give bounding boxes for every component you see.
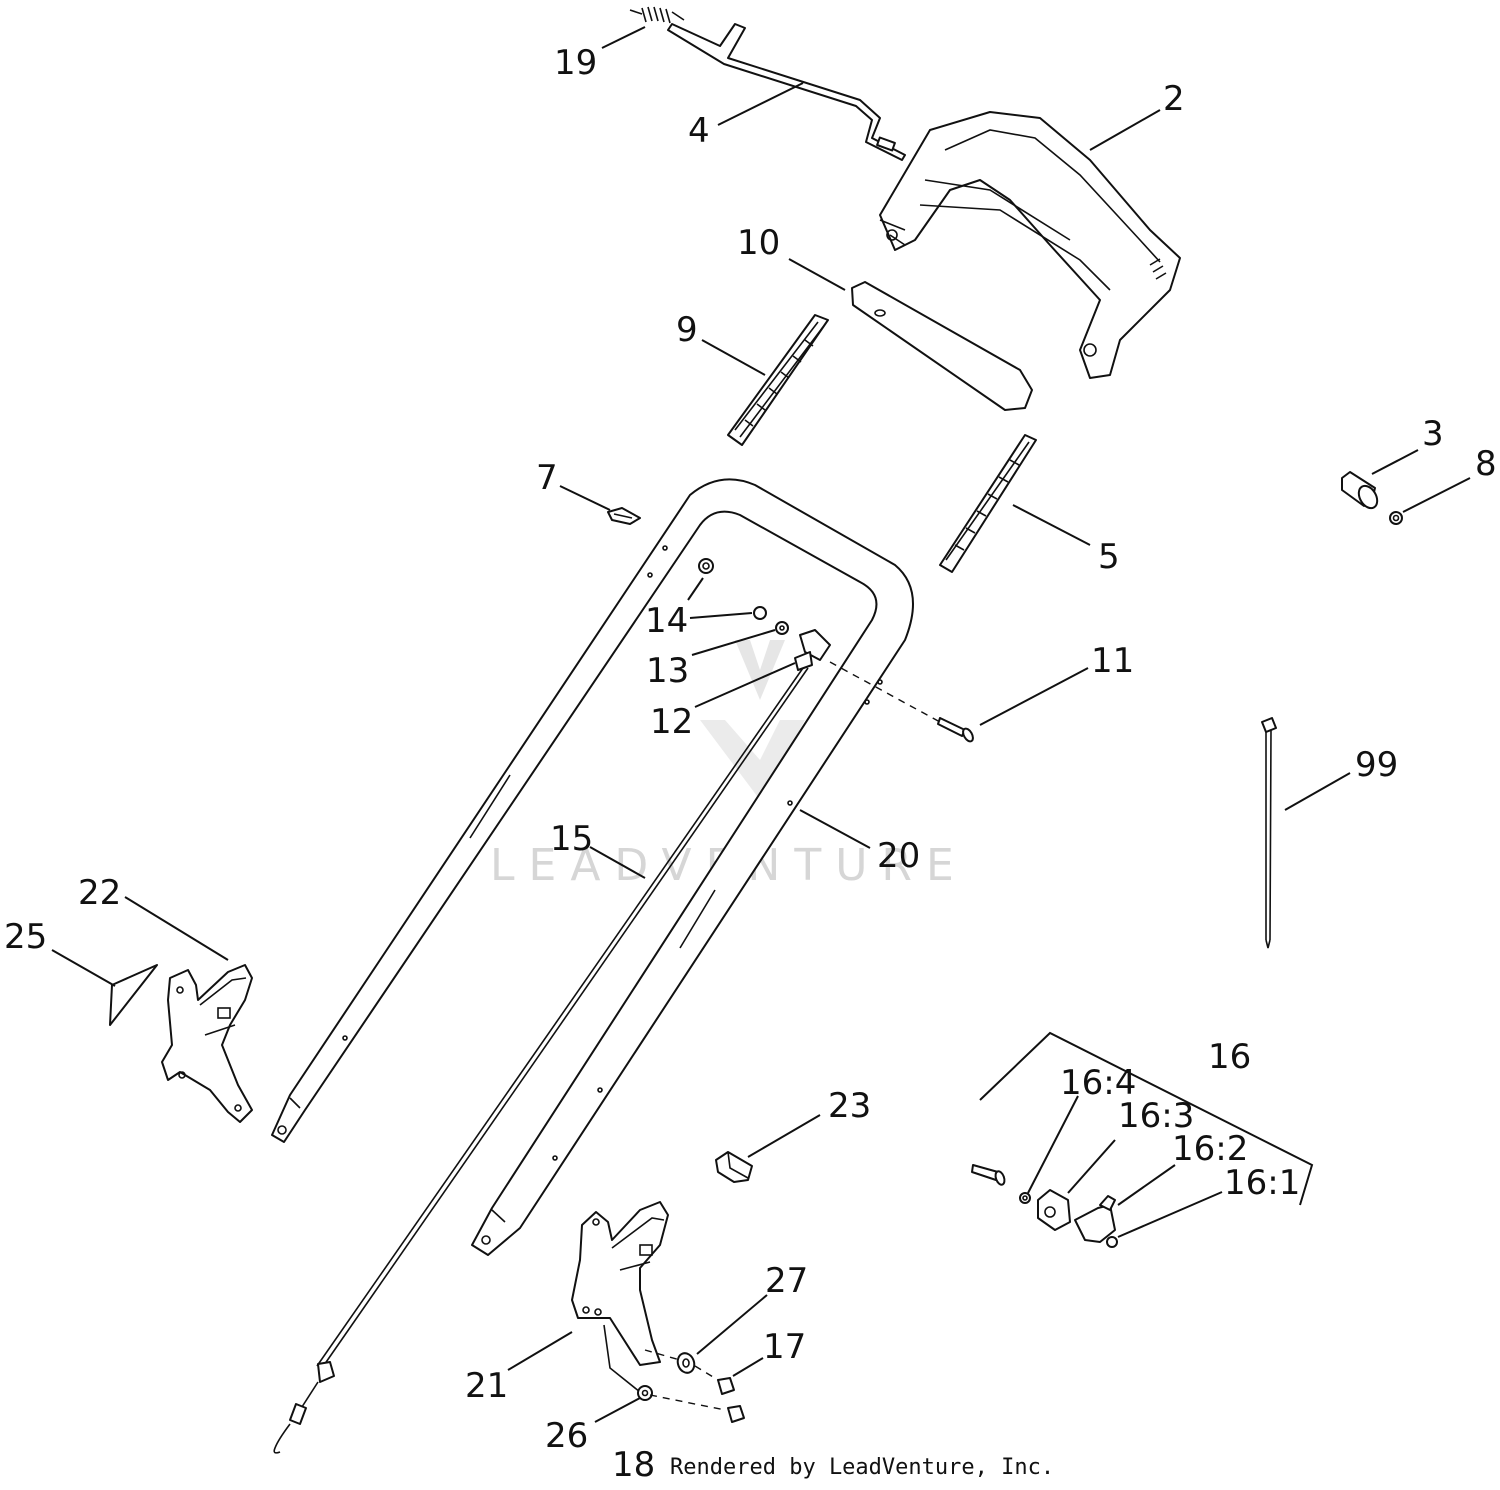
callout-26: 26 [545, 1416, 588, 1456]
callout-16-1: 16:1 [1224, 1163, 1300, 1203]
part-9-grip [727, 314, 829, 446]
leader-lines [51, 26, 1471, 1423]
part-10-handle-insert [851, 281, 1033, 411]
callout-16-3: 16:3 [1118, 1096, 1194, 1136]
part-14-nut-lower [753, 606, 767, 620]
part-5-grip [939, 434, 1037, 573]
callout-5: 5 [1098, 537, 1120, 577]
callout-8: 8 [1475, 444, 1497, 484]
part-16-4-pin [971, 1164, 1006, 1186]
callout-21: 21 [465, 1366, 508, 1406]
callout-99: 99 [1355, 745, 1398, 785]
callout-19: 19 [554, 43, 597, 83]
callout-12: 12 [650, 702, 693, 742]
callout-17: 17 [763, 1327, 806, 1367]
callout-2: 2 [1163, 79, 1185, 119]
callout-25: 25 [4, 917, 47, 957]
part-16-assembly-bracket [979, 1031, 1314, 1206]
callout-11: 11 [1091, 641, 1134, 681]
part-17-bolt [694, 1365, 735, 1395]
part-3-knob [1341, 471, 1379, 510]
part-11-bolt [829, 661, 974, 743]
part-22-bracket [161, 964, 253, 1123]
callout-18: 18 [612, 1445, 655, 1485]
render-credit: Rendered by LeadVenture, Inc. [670, 1455, 1054, 1480]
part-7-clip [607, 507, 641, 525]
part-13-washer [775, 621, 789, 635]
watermark-logo [700, 640, 805, 800]
part-8-nut [1389, 511, 1403, 525]
part-19-spring [629, 6, 685, 24]
callout-16-2: 16:2 [1172, 1129, 1248, 1169]
callout-16-4: 16:4 [1060, 1063, 1136, 1103]
callout-7: 7 [536, 458, 558, 498]
callout-3: 3 [1422, 414, 1444, 454]
callout-4: 4 [688, 111, 710, 151]
part-4-control-rod [667, 23, 906, 161]
callout-10: 10 [737, 223, 780, 263]
part-99-cable-tie [1261, 717, 1277, 949]
part-27-washer [644, 1349, 696, 1374]
part-12-cable-clamp [794, 629, 831, 671]
part-2-upper-handle [879, 111, 1181, 379]
callout-20: 20 [877, 836, 920, 876]
part-26-nut [637, 1385, 653, 1401]
part-16-1-adjuster [1074, 1195, 1118, 1248]
callout-14: 14 [645, 601, 688, 641]
part-18-bolt [649, 1394, 745, 1423]
callout-27: 27 [765, 1261, 808, 1301]
part-14-nut-upper [698, 558, 714, 574]
part-16-3-spring [1019, 1192, 1031, 1204]
part-20-lower-handle [271, 478, 914, 1256]
callout-23: 23 [828, 1086, 871, 1126]
callout-22: 22 [78, 873, 121, 913]
callout-13: 13 [646, 651, 689, 691]
callout-16: 16 [1208, 1037, 1251, 1077]
part-16-2-body [1037, 1189, 1071, 1231]
part-25-decal [109, 964, 158, 1026]
callout-9: 9 [676, 310, 698, 350]
part-23-spacer [715, 1151, 753, 1183]
part-21-bracket [571, 1201, 669, 1393]
part-15-cable [273, 667, 809, 1454]
callout-15: 15 [550, 819, 593, 859]
